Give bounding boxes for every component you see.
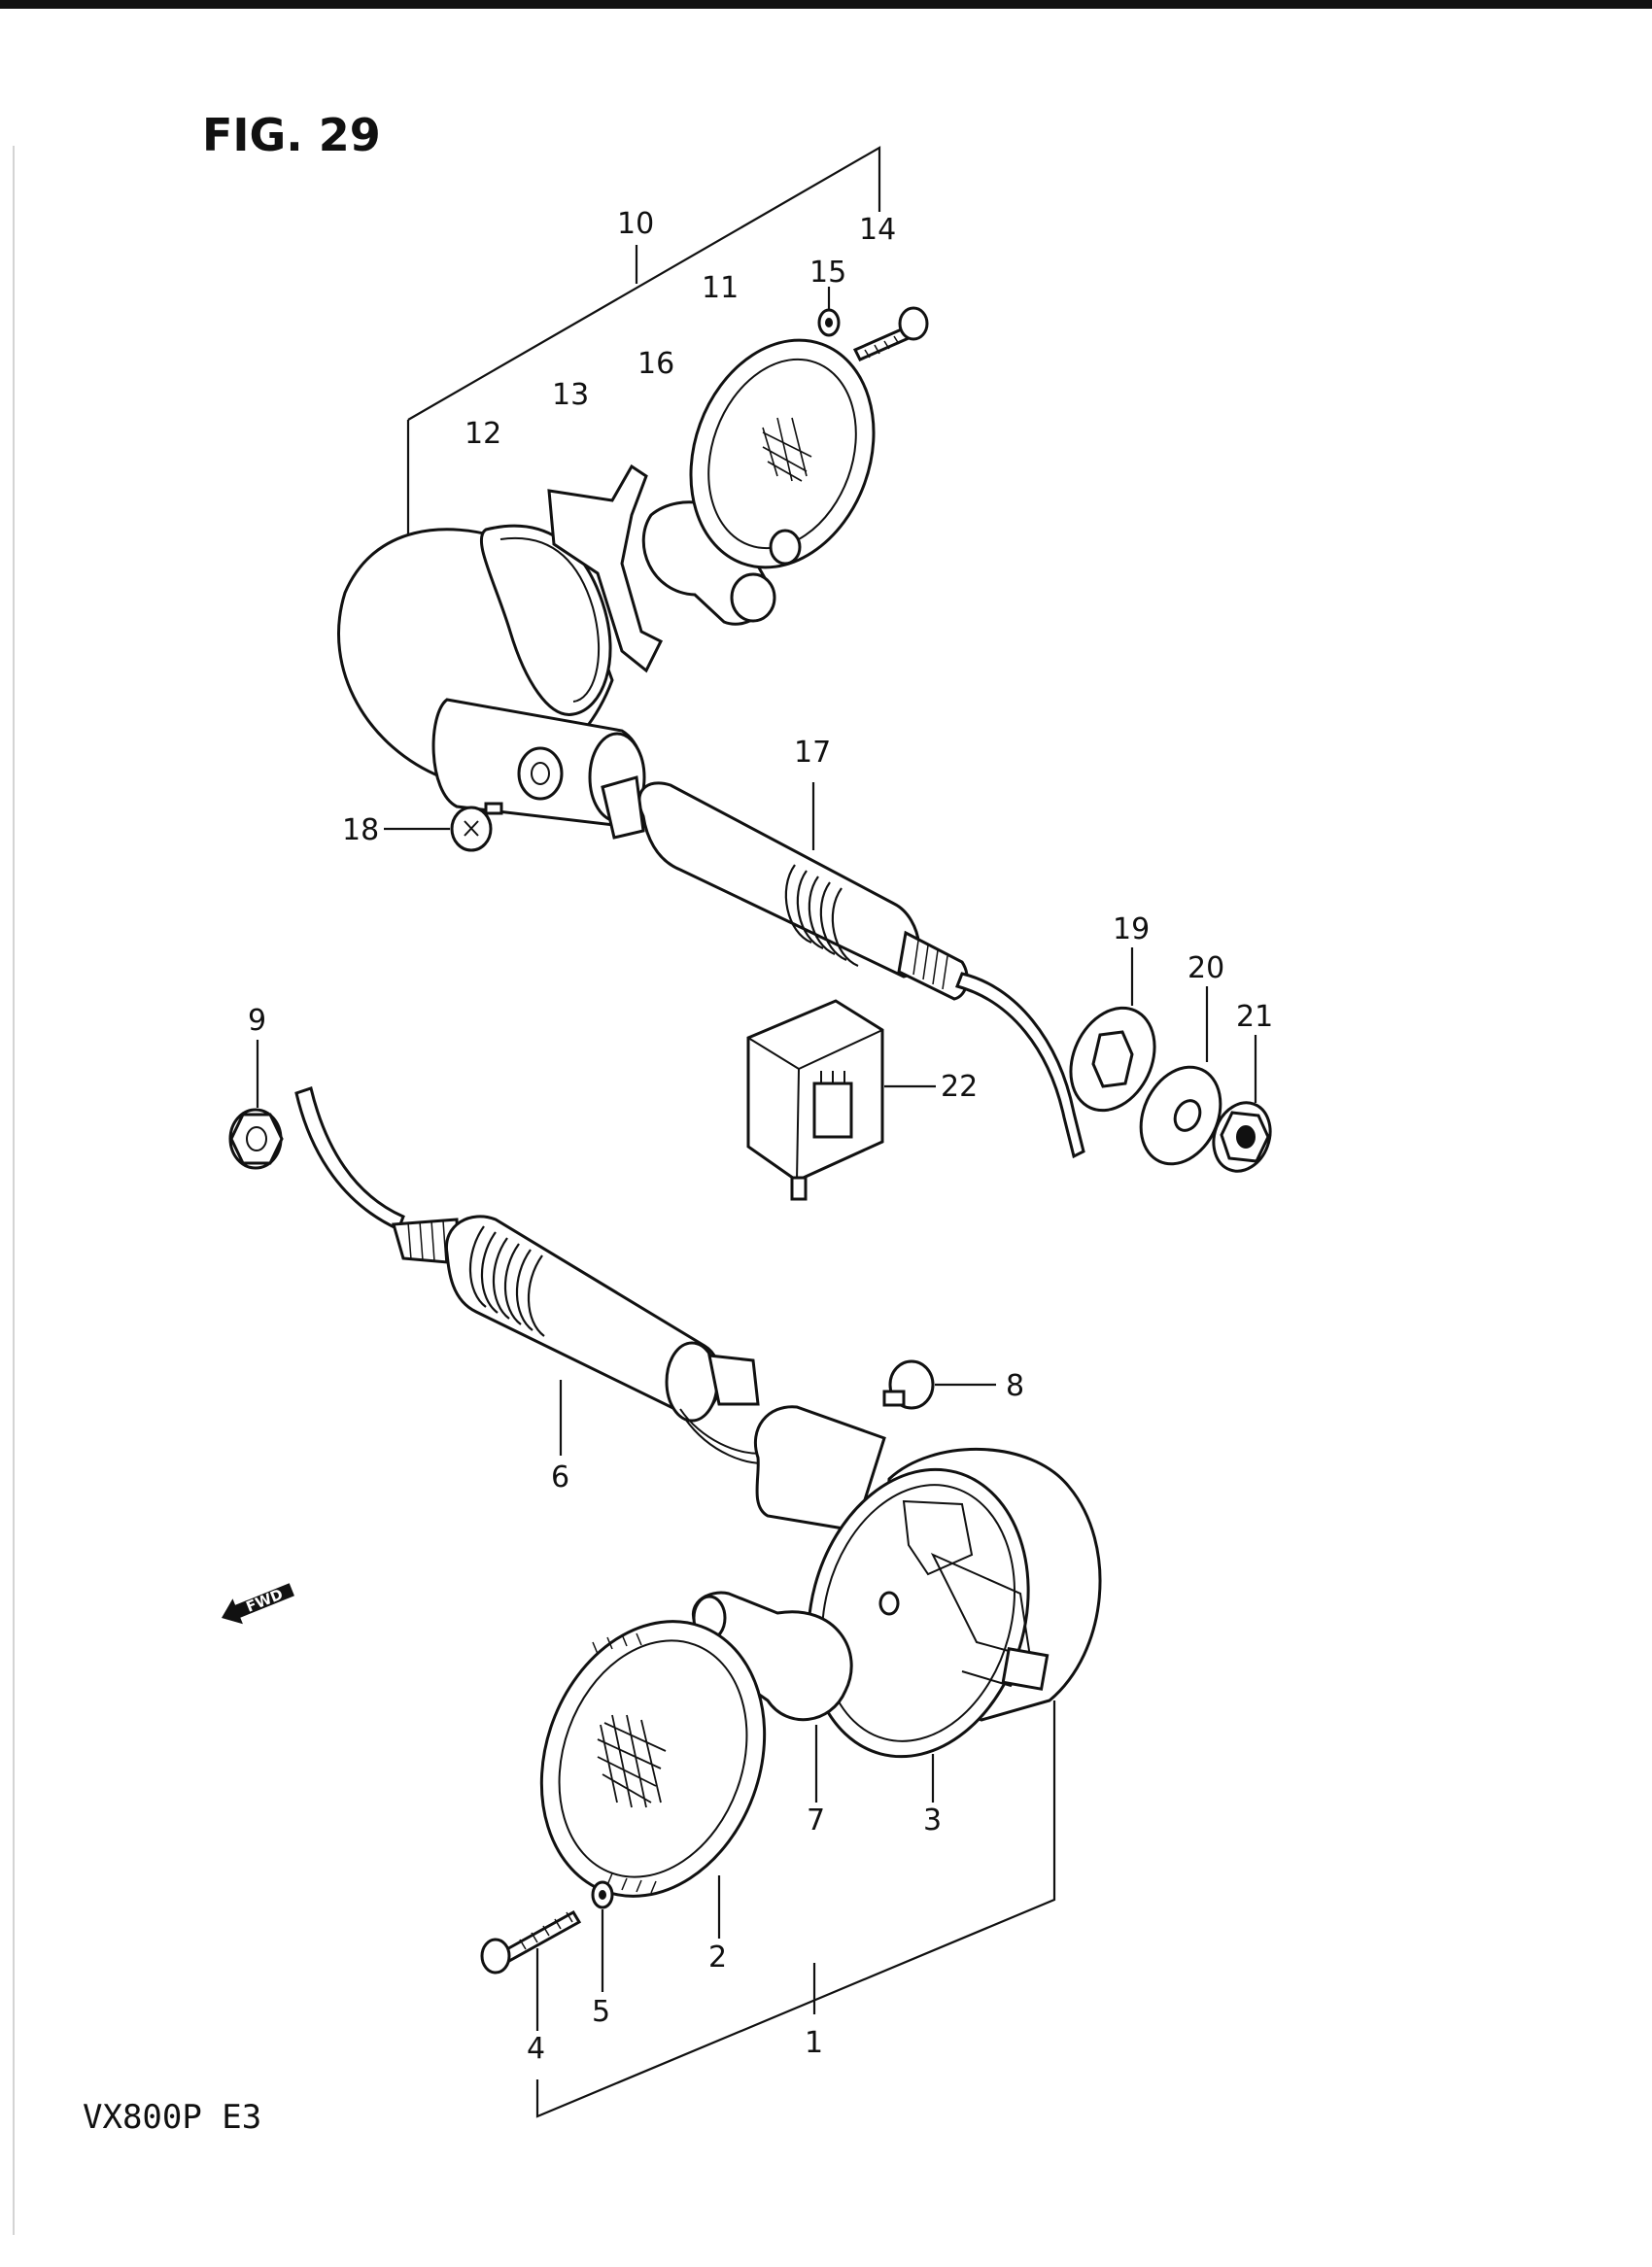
bracket-10-diagonal (407, 146, 881, 421)
lower-tube-threads (468, 1225, 545, 1337)
upper-lens-pattern (762, 417, 812, 482)
upper-turn-signal-assembly (336, 146, 1085, 1159)
lower-rim-inner (820, 1484, 1016, 1742)
left-nut-hole (246, 1126, 267, 1151)
callout-14: 14 (859, 213, 896, 247)
figure-title: FIG. 29 (202, 109, 381, 161)
upper-wire (955, 972, 1085, 1159)
bracket-1 (535, 1700, 1056, 2118)
upper-screw-thread (864, 335, 900, 359)
upper-screw-head (898, 306, 929, 341)
upper-rim-inner (499, 536, 601, 703)
lower-screw-thread (519, 1911, 573, 1950)
lower-turn-signal-assembly (294, 1086, 1102, 2118)
lower-lens-inner (558, 1639, 748, 1878)
callout-11: 11 (702, 271, 739, 305)
flasher-relay-pins (820, 1071, 845, 1083)
callout-7: 7 (807, 1803, 825, 1838)
upper-mount-screw-x (464, 820, 479, 837)
upper-mount-screw-shank (484, 802, 503, 815)
callout-1: 1 (805, 2026, 823, 2060)
flasher-relay-connector (812, 1082, 853, 1139)
upper-bulb-cap (730, 572, 776, 623)
lock-washer-hex (1091, 1030, 1134, 1088)
upper-threaded-end (897, 930, 969, 1001)
flasher-relay-bottom-tab (790, 1176, 808, 1201)
callout-13: 13 (552, 378, 589, 412)
lower-terminal (707, 1354, 760, 1406)
callout-9: 9 (248, 1004, 266, 1038)
upper-clip (547, 464, 664, 673)
flat-washer-hole (1173, 1099, 1202, 1132)
callout-5: 5 (592, 1995, 610, 2029)
lower-threaded-end-lines (407, 1219, 447, 1263)
lower-mount-screw-shank (882, 1390, 906, 1407)
upper-lens-outer (689, 338, 876, 569)
callout-labels: 1 2 3 4 5 6 7 8 9 10 11 12 13 14 15 16 1… (248, 207, 1273, 2066)
lower-socket-hole (878, 1591, 900, 1616)
upper-washer-hole (825, 318, 833, 327)
lower-lens-ribs (592, 1632, 657, 1894)
lower-lens-pattern (597, 1714, 667, 1808)
callout-3: 3 (923, 1803, 942, 1838)
callout-20: 20 (1187, 951, 1224, 985)
lower-rim-outer (807, 1467, 1030, 1759)
lower-wire (294, 1086, 405, 1232)
flasher-relay-edge (747, 1029, 883, 1182)
upper-stem-hole (517, 746, 564, 801)
callout-17: 17 (794, 736, 831, 770)
upper-threaded-end-lines (912, 940, 948, 990)
lower-washer-hole (599, 1890, 606, 1900)
lower-stem (753, 1405, 886, 1532)
upper-lens-screw-boss (769, 529, 802, 566)
callout-6: 6 (551, 1460, 569, 1494)
callout-22: 22 (941, 1070, 978, 1104)
upper-screw (852, 326, 912, 361)
mounting-hardware (228, 947, 1272, 1201)
callout-4: 4 (527, 2032, 545, 2066)
lower-screw-head (480, 1938, 511, 1975)
callout-21: 21 (1236, 1000, 1273, 1034)
callout-8: 8 (1006, 1369, 1024, 1403)
upper-tube-threads (784, 864, 859, 968)
upper-terminal (601, 775, 645, 840)
left-nut-hex (229, 1113, 284, 1165)
callout-12: 12 (465, 417, 501, 451)
callout-15: 15 (809, 256, 846, 290)
top-border (0, 0, 1652, 9)
lower-screw (500, 1909, 582, 1964)
callout-10: 10 (617, 207, 654, 241)
model-code: VX800P E3 (83, 2098, 261, 2137)
fwd-arrow-icon: FWD (222, 1583, 294, 1625)
upper-stem-hole-inner (531, 762, 550, 785)
lower-socket-tab (1001, 1647, 1050, 1691)
upper-lens-inner (707, 358, 857, 550)
callout-19: 19 (1113, 912, 1150, 946)
fwd-label: FWD (244, 1585, 286, 1615)
callout-2: 2 (708, 1941, 727, 1975)
upper-tube (637, 781, 921, 979)
flange-nut-hole (1236, 1125, 1256, 1149)
callout-18: 18 (342, 813, 379, 847)
callout-16: 16 (637, 347, 674, 381)
